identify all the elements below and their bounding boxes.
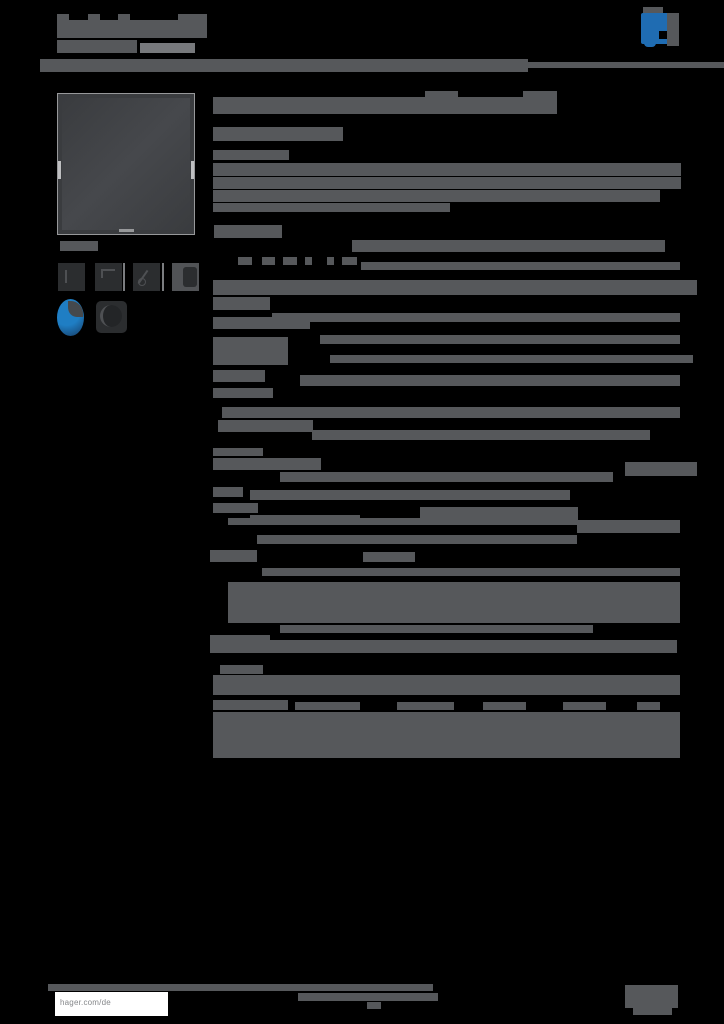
feature-icon-2-glyph [101,269,115,278]
feature-icon-4-glyph [183,267,197,287]
header-line-1 [57,20,207,38]
footer-url-box[interactable]: hager.com/de [55,992,168,1016]
paragraph-line [213,280,697,295]
value-block [420,507,578,519]
app-sphere-icon [57,299,84,336]
word-block [238,257,252,265]
value-bar [272,313,680,322]
product-side-strip-right [191,161,194,179]
header-line-1-ascender [57,14,69,20]
feature-icon-2 [95,263,122,291]
footer-center-text [298,993,438,1001]
product-brand-mark [119,229,134,232]
label-block [213,700,288,710]
value-bar [352,240,665,252]
product-side-strip-left [58,161,61,179]
product-image [57,93,195,235]
label-block [213,448,263,456]
feature-icon-1 [58,263,85,291]
logo-gray-right [667,13,679,46]
footer-url[interactable]: hager.com/de [60,998,111,1007]
value-bar [262,568,680,576]
header-rule-thin [528,62,724,68]
product-title [213,97,557,114]
header-line-1-ascender [178,14,207,20]
product-caption [60,241,98,251]
label-block [210,550,257,562]
value-block [625,462,697,476]
label-block [213,317,310,329]
label-block [213,487,243,497]
value-bar [330,355,693,363]
word-block [283,257,297,265]
lens-icon-ring [100,305,122,327]
word-block [563,702,606,710]
label-block [218,420,313,432]
product-subtitle [213,127,343,141]
paragraph-line [213,163,681,176]
feature-icon-3 [133,263,160,291]
footer-logo-block [633,1008,672,1015]
label-block [213,388,273,398]
section-heading [214,225,282,238]
feature-icon-3-glyph-ring [138,278,146,286]
word-block [483,702,526,710]
product-rocker-face [62,98,190,230]
value-bar [222,407,680,418]
brand-logo-notch [659,31,667,39]
word-block [262,257,275,265]
header-line-1-ascender [88,14,100,20]
product-title-ascender [523,91,557,97]
value-bar [228,518,578,525]
label-block [213,297,270,310]
label-block [213,337,288,365]
value-bar [300,375,680,386]
header-line-2-cont [140,43,195,53]
label-block [213,458,321,470]
paragraph-line [213,190,660,202]
brand-logo-icon [641,13,667,47]
feature-icon-1-glyph [65,270,67,283]
value-bar [312,430,650,440]
paragraph-line [213,203,450,212]
value-bar [280,472,613,482]
section-heading [213,150,289,160]
footer-rule [48,984,433,991]
word-block [637,702,660,710]
product-title-ascender [425,91,458,97]
footer-logo-block [625,985,678,1008]
value-bar [280,625,593,633]
value-bar [320,335,680,344]
word-block [305,257,312,265]
logo-gray-top [643,7,663,14]
brand-logo-tail [644,42,656,47]
paragraph-block [213,675,680,695]
icon-separator [123,263,125,291]
header-line-2 [57,40,137,53]
header-line-1-ascender [118,14,130,20]
lens-icon [96,301,127,333]
value-bar [210,640,677,653]
word-block [363,552,415,562]
word-block [397,702,454,710]
label-block [220,665,263,674]
value-bar [361,262,680,270]
paragraph-block [228,582,680,623]
footer-center-text [367,1002,381,1009]
header-rule-thick [40,59,528,72]
label-block [213,370,265,382]
value-bar [250,490,570,500]
label-block [213,503,258,513]
value-block [577,520,680,533]
word-block [327,257,334,265]
value-bar [257,535,577,544]
feature-icon-4 [172,263,199,291]
icon-separator [162,263,164,291]
paragraph-block [213,712,680,758]
app-sphere-icon-segment [68,301,83,317]
word-block [295,702,360,710]
paragraph-line [213,177,681,189]
label-block [210,635,270,643]
word-block [342,257,357,265]
